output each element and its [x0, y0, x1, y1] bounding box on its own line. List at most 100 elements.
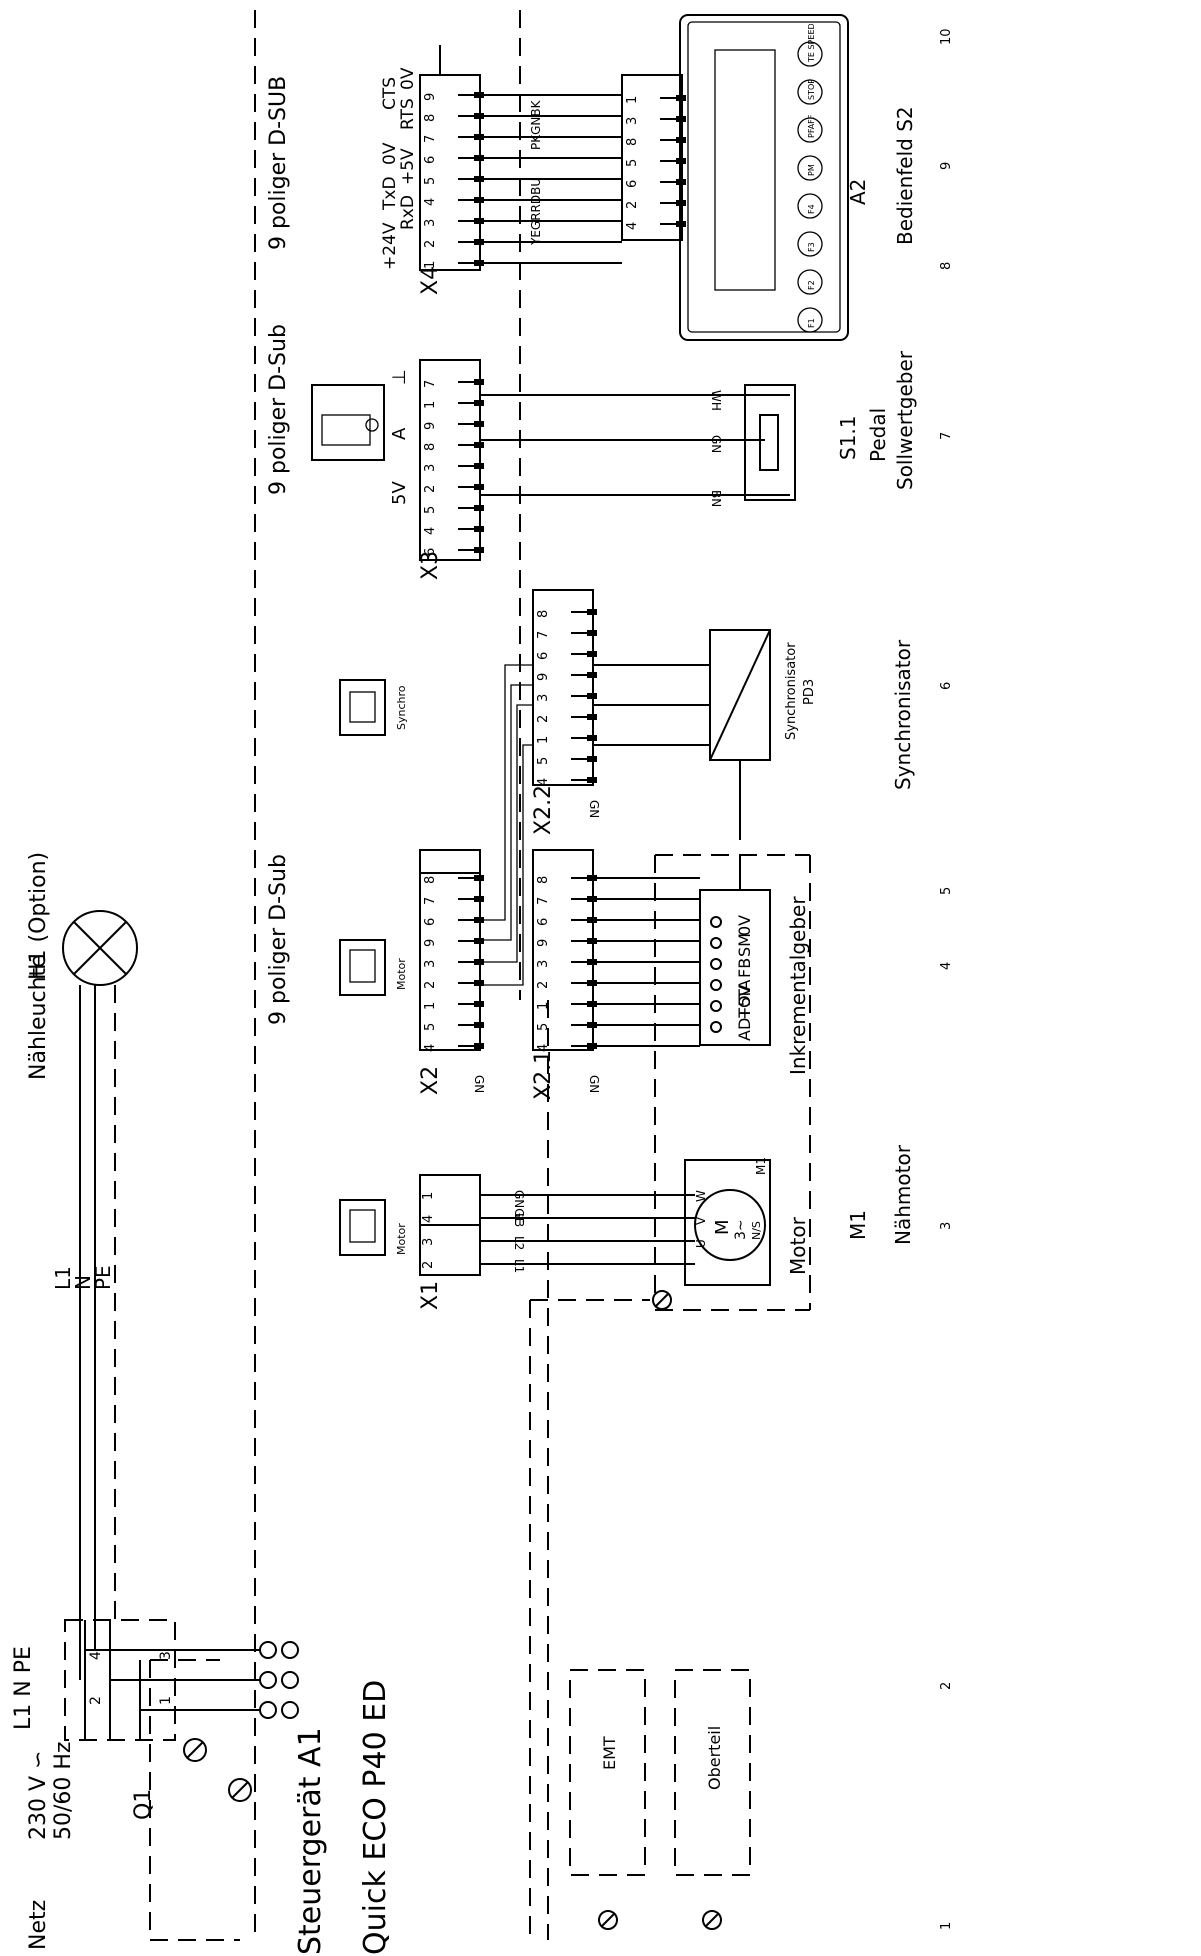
breaker-contact-3: 3: [158, 1651, 174, 1660]
x22-pins-pin-6: 6: [536, 652, 551, 660]
pedal-icon-box: [311, 384, 385, 461]
breaker-label: Q1: [131, 1789, 156, 1820]
x2-pins-pin-mark: [474, 1043, 484, 1049]
x4-pins-pin-mark: [474, 134, 484, 140]
motor-icon-label-2: Motor: [395, 958, 408, 990]
x4-signal-1: RxD: [398, 195, 418, 230]
panel-key-circle: [797, 79, 823, 105]
x2-pins-pin-1: 1: [423, 1002, 438, 1010]
x22-pins-pin-1: 1: [536, 736, 551, 744]
x21-pins-pin-7: 7: [536, 897, 551, 905]
x4-pins-pin-mark: [474, 260, 484, 266]
encoder-pin-2: FB: [735, 958, 754, 978]
pedal-wire-gn: GN: [709, 435, 723, 453]
connector-x1: X1 1 4 3 2 GNGE L3 L2 L1: [418, 1174, 695, 1310]
x4-pins-pin-5: 5: [423, 177, 438, 185]
panel-caption: Bedienfeld S2: [893, 106, 917, 245]
supply-voltage: 230 V ∽: [26, 1751, 51, 1840]
x4-signal-7: 0V: [398, 67, 418, 90]
x21-pins-pin-mark: [587, 959, 597, 965]
title-steuergeraet: Steuergerät A1: [293, 1727, 328, 1955]
synchro-name: Synchronisator: [784, 642, 799, 740]
x4-pins-pin-mark: [474, 176, 484, 182]
x3-pins-pin-5: 5: [423, 506, 438, 514]
column-number-2: 2: [939, 1682, 954, 1690]
motor-m1-id: M1: [754, 1157, 768, 1175]
x4-pins-pin-2: 2: [423, 240, 438, 248]
x1-wire-l1: L1: [512, 1259, 526, 1273]
x21-pins-pin-6: 6: [536, 918, 551, 926]
x4-signal-6: CTS: [380, 77, 400, 110]
x2-pins-pin-5: 5: [423, 1023, 438, 1031]
x3-label: X3: [418, 551, 443, 580]
pedal-wire-wh: WH: [709, 390, 723, 411]
panel-key-6: STOP: [807, 79, 816, 100]
x22-pins-pin-3: 3: [536, 694, 551, 702]
x22-gn: GN: [587, 800, 601, 818]
x3-pins-pin-3: 3: [423, 464, 438, 472]
x22-pins-pin-mark: [587, 630, 597, 636]
motor-box-label: Motor: [786, 1216, 810, 1275]
x4-pins-pin-mark: [474, 239, 484, 245]
x2-pins-pin-mark: [474, 917, 484, 923]
x1-label: X1: [418, 1281, 443, 1310]
x4-pins-pin-mark: [474, 113, 484, 119]
encoder-pin-5: ADTO: [735, 995, 754, 1041]
panel-key-circle: [797, 193, 823, 219]
panel-pins-pin-2: 2: [625, 201, 640, 209]
x22-pins-pin-9: 9: [536, 673, 551, 681]
x2-pins-pin-9: 9: [423, 939, 438, 947]
panel-key-circle: [797, 231, 823, 257]
emt-label: EMT: [600, 1736, 619, 1770]
motor-m1-label: M1: [846, 1210, 870, 1240]
x2-pins-pin-mark: [474, 896, 484, 902]
x2-pins-pin-7: 7: [423, 897, 438, 905]
panel-key-circle: [797, 269, 823, 295]
x3-pins-pin-mark: [474, 442, 484, 448]
panel-key-circle: [797, 155, 823, 181]
x2-pins-pin-mark: [474, 938, 484, 944]
synchro-icon-label: Synchro: [395, 685, 408, 730]
x22-pins-pin-mark: [587, 714, 597, 720]
x2-pins-pin-mark: [474, 959, 484, 965]
x21-pins-pin-mark: [587, 980, 597, 986]
x21-pins-pin-9: 9: [536, 939, 551, 947]
x3-sig-a: A: [389, 427, 410, 440]
dsub-label-x2: 9 poliger D-Sub: [266, 854, 291, 1025]
x3-pins-pin-mark: [474, 463, 484, 469]
motor-icon-label-1: Motor: [395, 1223, 408, 1255]
x22-pins-pin-mark: [587, 777, 597, 783]
x4-pins-pin-3: 3: [423, 219, 438, 227]
x1-pin-2: 2: [421, 1261, 436, 1269]
x4-pins-pin-mark: [474, 92, 484, 98]
panel-pins-pin-6: 6: [625, 180, 640, 188]
pedal-caption: Sollwertgeber: [893, 350, 917, 490]
x3-pins-pin-mark: [474, 505, 484, 511]
x3-pins-pin-9: 9: [423, 422, 438, 430]
x22-pins-pin-mark: [587, 651, 597, 657]
panel-pins-pin-4: 4: [625, 222, 640, 230]
pedal-wire-bn: BN: [709, 490, 723, 507]
lamp-wire-l1: L1: [51, 1266, 75, 1290]
lamp-wire-pe: PE: [91, 1265, 115, 1290]
x21-pins-pin-mark: [587, 917, 597, 923]
x3-sig-5v: 5V: [389, 481, 410, 505]
x1-pin-4: 4: [421, 1215, 436, 1223]
x2-pins-pin-mark: [474, 1001, 484, 1007]
x22-pins-pin-mark: [587, 672, 597, 678]
encoder-pin-circle: [710, 916, 722, 928]
breaker-contact-2: 2: [88, 1696, 104, 1705]
x4-pins-pin-8: 8: [423, 114, 438, 122]
x3-pins-pin-mark: [474, 484, 484, 490]
x21-pins-pin-3: 3: [536, 960, 551, 968]
x4-signal-4: 0V: [380, 142, 400, 165]
encoder-label: Inkrementalgeber: [786, 896, 810, 1075]
panel-key-circle: [797, 307, 823, 333]
x4-signal-2: TxD: [380, 176, 400, 211]
x22-pins-pin-7: 7: [536, 631, 551, 639]
x1-wire-gnge: GNGE: [512, 1190, 526, 1225]
